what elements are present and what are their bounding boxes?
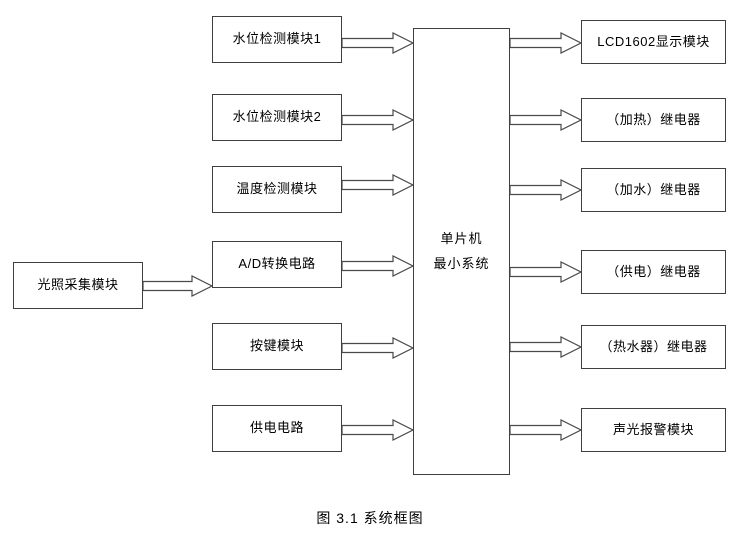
block-label: 温度检测模块 <box>236 181 318 197</box>
block-power-supply-circuit[interactable]: 供电电路 <box>212 405 342 452</box>
arrow-mcu-to-power-relay <box>509 261 583 283</box>
block-label: （加热）继电器 <box>606 111 701 127</box>
block-water-filling-relay[interactable]: （加水）继电器 <box>581 168 726 212</box>
block-power-relay[interactable]: （供电）继电器 <box>581 250 726 294</box>
arrow-mcu-to-heat-relay <box>509 109 583 131</box>
arrow-mcu-to-heater-relay <box>509 336 583 358</box>
arrow-light-sensor-to-adc <box>142 275 214 297</box>
block-heating-relay[interactable]: （加热）继电器 <box>581 98 726 142</box>
block-label: （供电）继电器 <box>606 263 701 279</box>
arrow-power-supply-to-mcu <box>341 419 415 441</box>
block-label: 光照采集模块 <box>37 277 119 293</box>
block-label: 声光报警模块 <box>612 421 694 437</box>
arrow-adc-to-mcu <box>341 255 415 277</box>
arrow-mcu-to-lcd <box>509 32 583 54</box>
block-label: 水位检测模块2 <box>232 109 322 125</box>
block-label: A/D转换电路 <box>238 256 316 272</box>
block-label: （热水器）继电器 <box>599 338 708 354</box>
block-water-heater-relay[interactable]: （热水器）继电器 <box>581 325 726 369</box>
block-label: （加水）继电器 <box>606 181 701 197</box>
arrow-water-level-1-to-mcu <box>341 32 415 54</box>
block-label: 供电电路 <box>249 420 304 436</box>
block-label: 单片机 最小系统 <box>433 230 490 271</box>
arrow-mcu-to-alarm <box>509 419 583 441</box>
arrow-keypad-to-mcu <box>341 337 415 359</box>
block-keypad-module[interactable]: 按键模块 <box>212 323 342 370</box>
block-ad-conversion-circuit[interactable]: A/D转换电路 <box>212 241 342 288</box>
block-water-level-module-2[interactable]: 水位检测模块2 <box>212 94 342 141</box>
block-water-level-module-1[interactable]: 水位检测模块1 <box>212 16 342 63</box>
block-lcd1602-display-module[interactable]: LCD1602显示模块 <box>581 20 726 64</box>
block-temperature-module[interactable]: 温度检测模块 <box>212 166 342 213</box>
arrow-water-level-2-to-mcu <box>341 109 415 131</box>
figure-caption: 图 3.1 系统框图 <box>316 510 424 526</box>
block-label: 按键模块 <box>249 338 304 354</box>
arrow-temperature-to-mcu <box>341 174 415 196</box>
block-light-collection-module[interactable]: 光照采集模块 <box>13 262 143 309</box>
block-label: LCD1602显示模块 <box>597 33 710 49</box>
arrow-mcu-to-water-relay <box>509 179 583 201</box>
block-mcu-minimum-system[interactable]: 单片机 最小系统 <box>413 28 510 475</box>
block-label: 水位检测模块1 <box>232 31 322 47</box>
block-audible-visual-alarm-module[interactable]: 声光报警模块 <box>581 408 726 452</box>
